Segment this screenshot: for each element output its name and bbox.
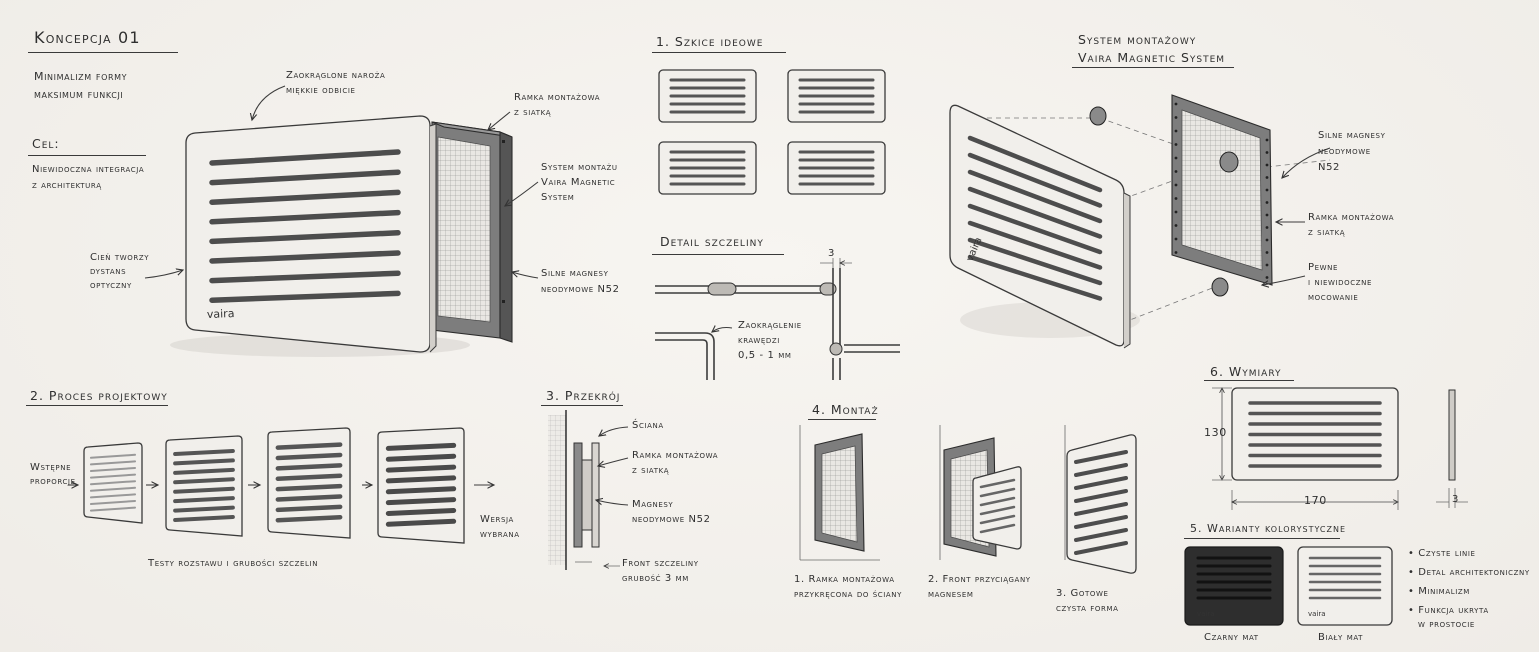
black-variant-logo: vaira [1197,610,1215,618]
goal-line-1: Niewidoczna integracja [32,164,145,175]
process-title: 2. Proces projektowy [30,388,168,403]
mount-system-slots [970,138,1100,299]
black-variant-label: Czarny mat [1204,632,1259,643]
note-frame-1: Ramka montażowa [514,92,601,103]
section-frame-2: z siatką [632,465,670,476]
color-variant-slots [1198,558,1380,598]
ms-frame-1: Ramka montażowa [1308,212,1395,223]
tagline-2: maksimum funkcji [34,88,124,101]
note-rounded-2: miękkie odbicie [286,85,356,96]
mounting-step3-1: 3. Gotowe [1056,588,1109,599]
note-system-3: System [541,192,575,203]
note-rounding-1: Zaokrąglenie [738,320,802,331]
ms-magnets-2: neodymowe [1318,146,1371,157]
mount-system-title-2: Vaira Magnetic System [1078,50,1226,65]
ms-magnets-3: N52 [1318,162,1341,173]
sketch-grid [659,70,885,194]
note-system-1: System montażu [541,162,618,173]
note-system-2: Vaira Magnetic [541,177,616,188]
mounting-step2-2: magnesem [928,589,974,600]
ms-frame-2: z siatką [1308,227,1346,238]
process-initial-1: Wstępne [30,462,72,473]
section-frame-1: Ramka montażowa [632,450,719,461]
dimensions-drawing [1212,388,1468,510]
process-tests: Testy rozstawu i grubości szczelin [148,558,319,569]
feature-3: • Minimalizm [1408,586,1470,597]
tagline-1: Minimalizm formy [34,70,128,83]
dimension-depth: 3 [1452,494,1459,505]
note-frame-2: z siatką [514,107,552,118]
note-rounding-3: 0,5 - 1 mm [738,350,792,361]
mounting-step3-2: czysta forma [1056,603,1119,614]
white-variant-label: Biały mat [1318,632,1364,643]
section-magnets-1: Magnesy [632,499,674,510]
white-variant-logo: vaira [1308,610,1326,618]
process-sequence [84,428,464,543]
mounting-step1-2: przykręcona do ściany [794,589,903,600]
sheet-title: Koncepcja 01 [34,28,141,47]
note-shadow-2: dystans [90,266,127,277]
process-chosen-2: wybrana [480,529,520,540]
ms-secure-1: Pewne [1308,262,1339,273]
note-rounding-2: krawędzi [738,335,780,346]
dimension-width: 170 [1304,494,1327,507]
section-magnets-2: neodymowe N52 [632,514,711,525]
ms-secure-3: mocowanie [1308,292,1359,303]
slot-detail-dim: 3 [828,248,835,259]
ms-magnets-1: Silne magnesy [1318,130,1386,141]
sketches-title: 1. Szkice ideowe [656,34,764,49]
goal-line-2: z architekturą [32,180,102,191]
section-title: 3. Przekrój [546,388,621,403]
colors-title: 5. Warianty kolorystyczne [1190,522,1347,535]
mounting-step2-1: 2. Front przyciągany [928,574,1031,585]
hero-slots [212,152,398,300]
hero-logo: vaira [207,307,235,321]
dimension-height: 130 [1204,426,1227,439]
feature-4: • Funkcja ukryta [1408,605,1489,616]
hero-mounting-frame [432,122,512,342]
mounting-step1-1: 1. Ramka montażowa [794,574,895,585]
section-front-2: grubość 3 mm [622,573,689,584]
process-initial-2: proporcje [30,476,76,487]
section-wall: Ściana [632,420,664,431]
dimensions-title: 6. Wymiary [1210,364,1282,379]
ms-secure-2: i niewidoczne [1308,277,1372,288]
slot-detail-title: Detail szczeliny [660,234,764,249]
slot-detail-drawing [655,258,900,380]
mount-system-drawing [950,95,1330,348]
feature-1: • Czyste linie [1408,548,1476,559]
goal-label: Cel: [32,136,60,151]
feature-5: w prostocie [1418,619,1475,630]
note-magnets-2: neodymowe N52 [541,284,620,295]
mounting-slots [981,452,1126,553]
mounting-title: 4. Montaż [812,402,879,417]
note-shadow-3: optyczny [90,280,132,291]
feature-2: • Detal architektoniczny [1408,567,1530,578]
process-chosen-1: Wersja [480,514,514,525]
section-front-1: Front szczeliny [622,558,699,569]
note-rounded-1: Zaokrąglone naroża [286,70,386,81]
mount-system-title-1: System montażowy [1078,32,1197,47]
note-magnets-1: Silne magnesy [541,268,609,279]
cross-section-drawing [548,410,628,570]
note-shadow-1: Cień tworzy [90,252,150,263]
